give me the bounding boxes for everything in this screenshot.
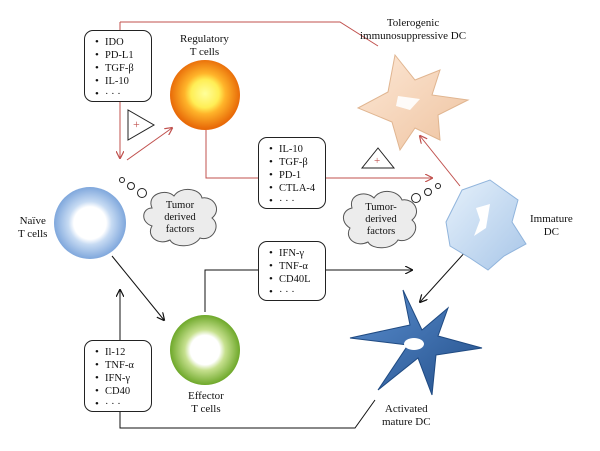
tumor-factors-cloud-left — [119, 177, 217, 247]
treg-outputs-list: IL-10 TGF-β PD-1 CTLA-4 · · · — [269, 143, 319, 208]
treg-outputs-box: IL-10 TGF-β PD-1 CTLA-4 · · · — [258, 137, 326, 209]
cloud-left-line3: factors — [165, 224, 195, 235]
effector-t-cells-label: Effector T cells — [188, 390, 224, 416]
list-item: · · · — [269, 195, 319, 208]
activated-to-naive-line — [120, 290, 376, 429]
regulatory-label-line1: Regulatory — [180, 33, 229, 45]
plus-triangle-right — [360, 147, 396, 169]
top-line-to-tolerogenic — [120, 21, 379, 47]
regulatory-t-cell — [170, 60, 240, 130]
activated-label-line2: mature DC — [382, 416, 431, 428]
treg-to-tolerogenic-line — [205, 128, 432, 178]
list-item: CD40 — [95, 385, 145, 398]
effector-to-activated-line — [204, 270, 412, 312]
cloud-left-line2: derived — [164, 212, 196, 223]
plus-sign-left: + — [133, 117, 140, 131]
naive-t-cells-label: Naïve T cells — [18, 215, 47, 241]
naive-t-cell — [54, 187, 126, 259]
list-item: IL-10 — [95, 75, 145, 88]
list-item: CD40L — [269, 273, 319, 286]
cloud-left-line1: Tumor — [165, 200, 195, 211]
list-item: IFN-γ — [95, 372, 145, 385]
activated-label-line1: Activated — [384, 403, 428, 415]
regulatory-label-line2: T cells — [189, 46, 220, 58]
cloud-right-line2: derived — [365, 214, 397, 225]
effector-t-cell — [170, 315, 240, 385]
immature-to-tolerogenic-arrow — [420, 136, 461, 187]
immature-dc-label: Immature DC — [530, 213, 573, 239]
list-item: TGF-β — [269, 156, 319, 169]
list-item: TNF-α — [95, 359, 145, 372]
effector-inducers-list: Il-12 TNF-α IFN-γ CD40 · · · — [95, 346, 145, 411]
list-item: PD-L1 — [95, 49, 145, 62]
regulatory-t-cells-label: Regulatory T cells — [180, 33, 229, 59]
effector-outputs-list: IFN-γ TNF-α CD40L · · · — [269, 247, 319, 299]
effector-outputs-box: IFN-γ TNF-α CD40L · · · — [258, 241, 326, 301]
list-item: IL-10 — [269, 143, 319, 156]
treg-inducers-list: IDO PD-L1 TGF-β IL-10 · · · — [95, 36, 145, 101]
inhibitory-connectors — [120, 21, 461, 187]
cloud-right-line1: Tumor- — [365, 202, 397, 213]
list-item: · · · — [95, 398, 145, 411]
immature-dc — [445, 179, 527, 271]
cloud-right-line3: factors — [366, 226, 396, 237]
tolerogenic-label-line2: immunosuppressive DC — [360, 30, 467, 42]
list-item: TNF-α — [269, 260, 319, 273]
naive-label-line1: Naïve — [19, 215, 46, 227]
immature-label-line1: Immature — [530, 213, 573, 225]
naive-to-treg-arrow — [126, 128, 172, 161]
list-item: IDO — [95, 36, 145, 49]
effector-inducers-box: Il-12 TNF-α IFN-γ CD40 · · · — [84, 340, 152, 412]
naive-label-line2: T cells — [18, 228, 48, 240]
cloud-right-text: Tumor- derived factors — [355, 202, 407, 238]
list-item: Il-12 — [95, 346, 145, 359]
naive-to-effector-arrow — [111, 255, 164, 320]
list-item: PD-1 — [269, 169, 319, 182]
tolerogenic-dc-label: Tolerogenic immunosuppressive DC — [360, 17, 466, 43]
list-item: TGF-β — [95, 62, 145, 75]
list-item: IFN-γ — [269, 247, 319, 260]
immature-to-activated-arrow — [420, 249, 468, 302]
plus-sign-right: + — [374, 155, 381, 167]
list-item: · · · — [95, 88, 145, 101]
tolerogenic-label-line1: Tolerogenic — [386, 17, 440, 29]
tolerogenic-dc — [356, 53, 470, 152]
list-item: CTLA-4 — [269, 182, 319, 195]
tumor-factors-cloud-right — [343, 183, 441, 249]
activated-dc-label: Activated mature DC — [382, 403, 431, 429]
effector-label-line2: T cells — [191, 403, 221, 415]
cloud-left-text: Tumor derived factors — [155, 200, 205, 236]
list-item: · · · — [269, 286, 319, 299]
treg-inducers-box: IDO PD-L1 TGF-β IL-10 · · · — [84, 30, 152, 102]
plus-triangle-left — [127, 109, 156, 141]
immature-label-line2: DC — [543, 226, 560, 238]
activated-mature-dc — [349, 289, 483, 396]
effector-label-line1: Effector — [188, 390, 224, 402]
